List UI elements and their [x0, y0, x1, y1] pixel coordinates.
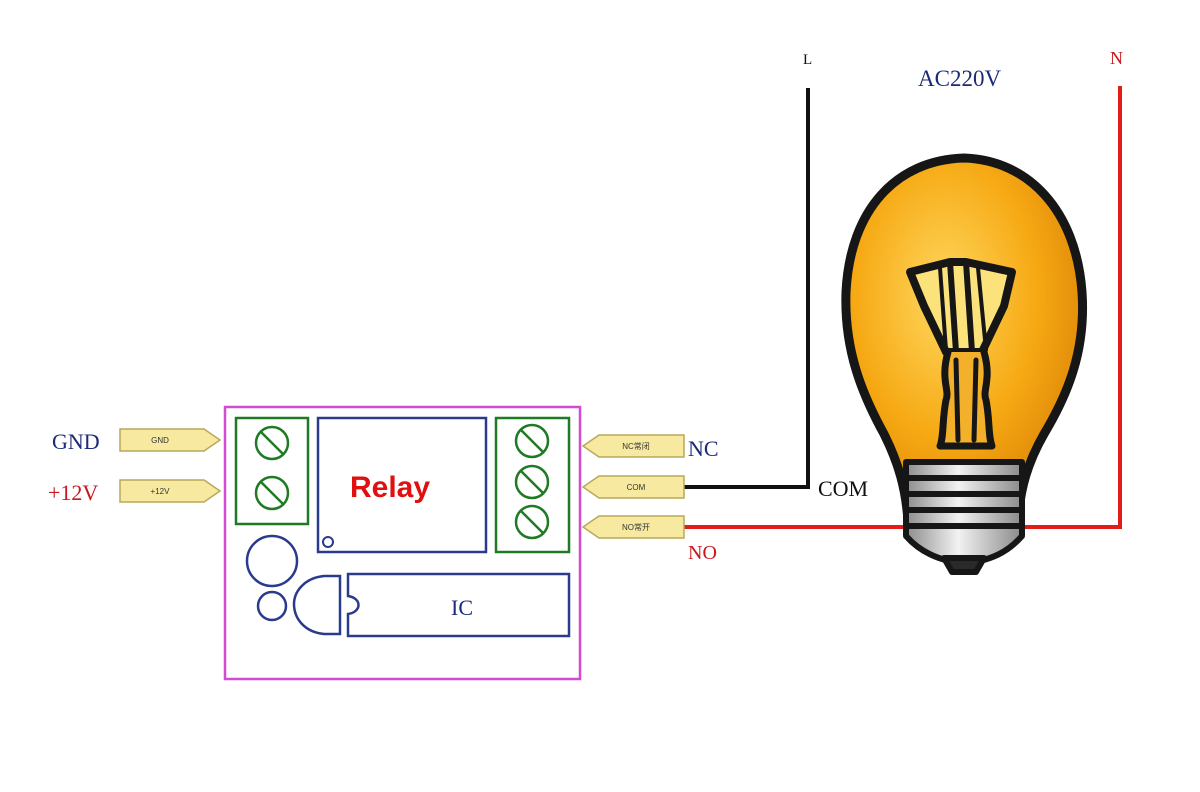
v12-pin-label: +12V [119, 479, 222, 503]
nc-pin-label: NC常闭 [581, 434, 685, 458]
ic-component [346, 572, 571, 638]
screw-terminal-icon [514, 504, 550, 540]
no-pin-text: NO常开 [622, 523, 650, 532]
gnd-pin-text: GND [151, 436, 169, 445]
n-label: N [1110, 48, 1123, 68]
light-bulb-icon [841, 153, 1088, 575]
screw-terminal-icon [514, 464, 550, 500]
capacitor-large [245, 534, 299, 588]
screw-terminal-icon [514, 423, 550, 459]
capacitor-small [256, 590, 288, 622]
relay-pin1-dot [322, 536, 334, 548]
l-label: L [803, 52, 812, 68]
com-label: COM [818, 476, 868, 501]
nc-pin-text: NC常闭 [622, 442, 650, 451]
bulb-base [903, 459, 1025, 575]
relay-component [316, 416, 488, 554]
v12-pin-text: +12V [151, 487, 171, 496]
screw-terminal-icon [254, 425, 290, 461]
no-pin-label: NO常开 [581, 515, 685, 539]
screw-terminal-icon [254, 475, 290, 511]
relay-label: Relay [350, 471, 430, 504]
no-label: NO [688, 542, 717, 564]
com-pin-label: COM [581, 475, 685, 499]
neutral-wire [684, 86, 1122, 529]
nc-label: NC [688, 436, 719, 461]
gnd-pin-label: GND [119, 428, 222, 452]
com-pin-text: COM [627, 483, 646, 492]
gnd-label: GND [52, 429, 100, 454]
relay-board: Relay IC [223, 405, 582, 681]
live-wire [684, 88, 810, 489]
voltage-label: AC220V [918, 66, 1001, 91]
bulb-filament [906, 258, 1016, 450]
transistor-component [292, 574, 342, 636]
ic-label: IC [451, 595, 473, 620]
v12-label: +12V [48, 480, 98, 505]
